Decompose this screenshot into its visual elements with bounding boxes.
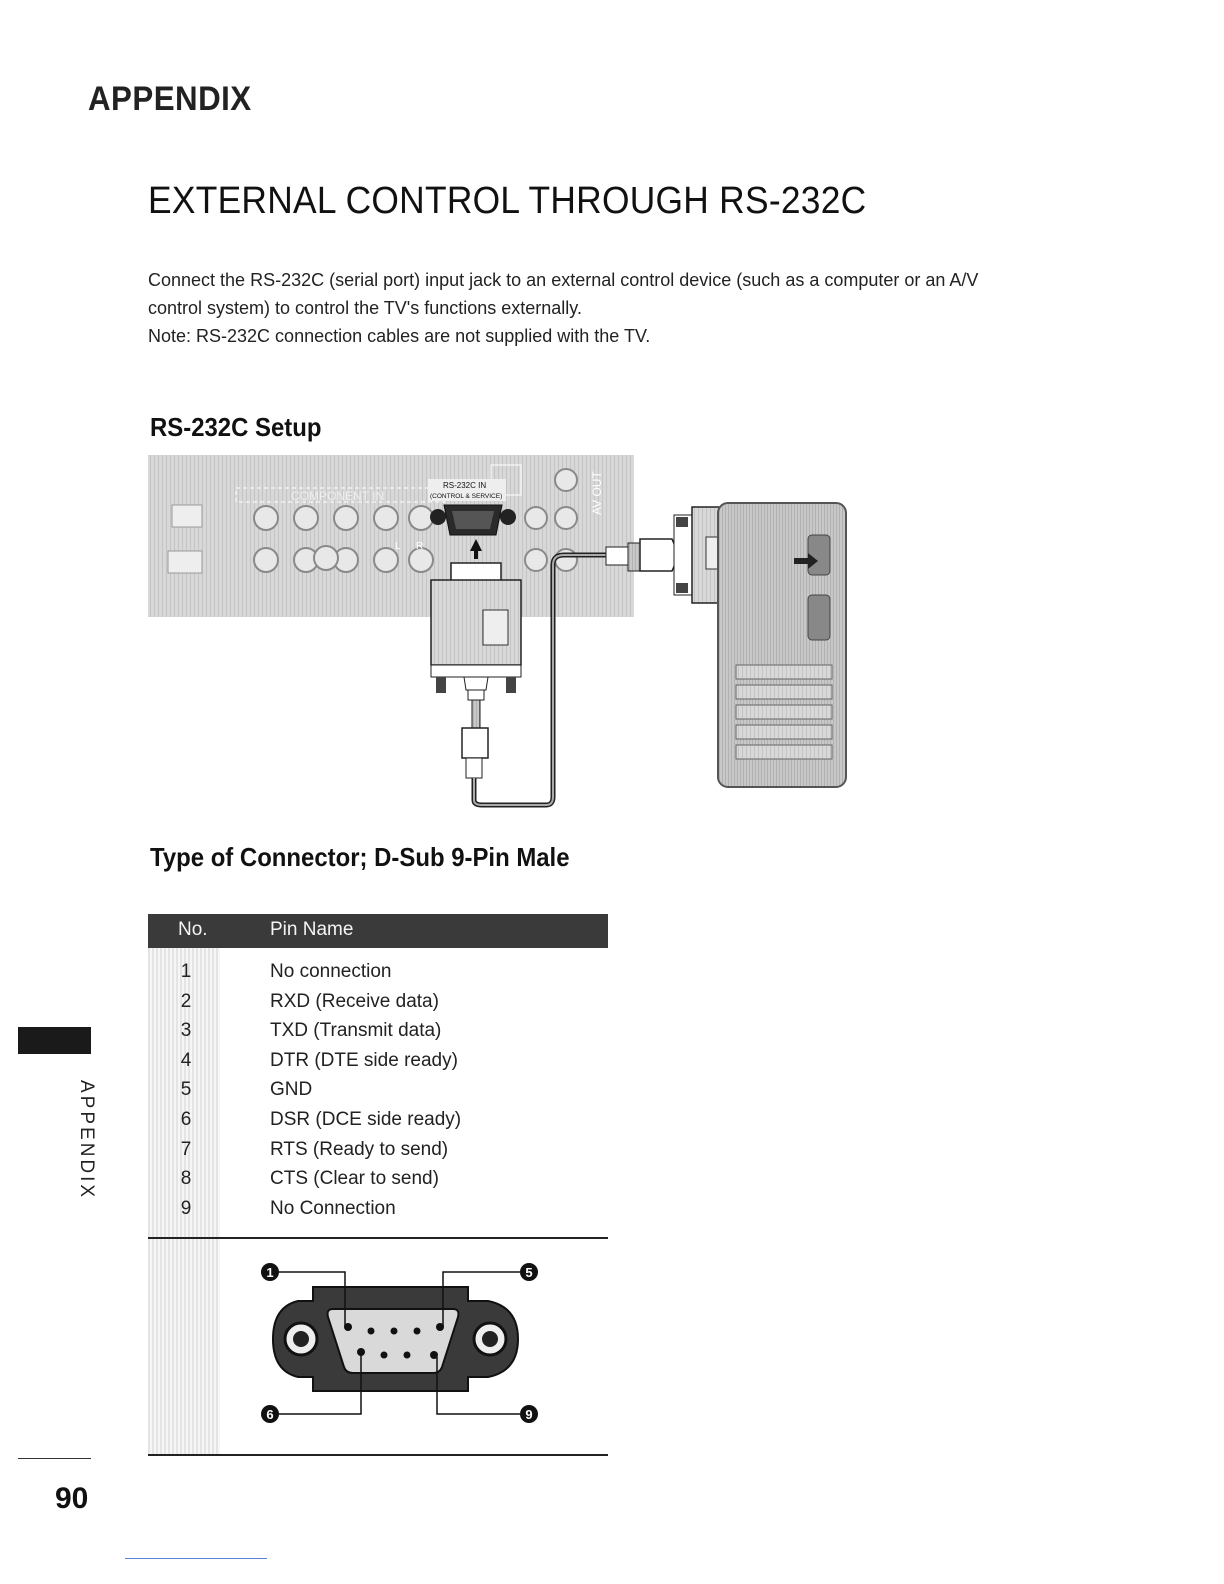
callout-pin-9: 9 xyxy=(520,1405,538,1423)
table-row: 5 GND xyxy=(148,1076,608,1106)
callout-pin-1: 1 xyxy=(261,1263,279,1281)
intro-note: Note: RS-232C connection cables are not … xyxy=(148,326,651,346)
pin-number: 1 xyxy=(180,961,192,982)
footer-rule xyxy=(18,1458,91,1459)
section-tab-marker xyxy=(18,1027,91,1054)
pin-name: No connection xyxy=(270,961,392,982)
pin-name: TXD (Transmit data) xyxy=(270,1020,442,1042)
pin-8-dot xyxy=(403,1351,411,1359)
table-row: 6 DSR (DCE side ready) xyxy=(148,1106,608,1136)
pin-5-dot xyxy=(436,1323,444,1331)
table-row: 2 RXD (Receive data) xyxy=(148,988,608,1018)
pin-4-dot xyxy=(413,1327,421,1335)
cable-connector-tv-side xyxy=(430,562,522,779)
page-title: EXTERNAL CONTROL THROUGH RS-232C xyxy=(148,180,867,222)
pin-rows: 1 No connection 2 RXD (Receive data) 3 TXD … xyxy=(148,948,608,1250)
control-service-label: (CONTROL & SERVICE) xyxy=(430,493,502,500)
svg-text:6: 6 xyxy=(266,1407,273,1422)
pin-name: No Connection xyxy=(270,1197,396,1219)
rs232c-in-port: RS-232C IN (CONTROL & SERVICE) xyxy=(428,479,516,536)
pin-number: 5 xyxy=(180,1079,192,1101)
tv-rear-panel: COMPONENT IN L R AV OUT xyxy=(148,455,634,617)
svg-text:9: 9 xyxy=(525,1407,532,1422)
pin-name: RTS (Ready to send) xyxy=(270,1138,449,1160)
right-channel-label: R xyxy=(416,541,423,552)
callout-pin-5: 5 xyxy=(520,1263,538,1281)
sidebar-section-label: APPENDIX xyxy=(76,1080,97,1201)
pin-number: 7 xyxy=(180,1138,192,1160)
pin-number: 3 xyxy=(180,1020,192,1042)
pin-9-dot xyxy=(430,1351,438,1359)
pin-name: DTR (DTE side ready) xyxy=(270,1049,458,1071)
pin-number: 4 xyxy=(180,1049,192,1071)
dsub-9pin-diagram: 1 5 6 9 xyxy=(261,1263,538,1423)
table-row: 4 DTR (DTE side ready) xyxy=(148,1047,608,1077)
pin-7-dot xyxy=(380,1351,388,1359)
pin-name: RXD (Receive data) xyxy=(270,990,439,1012)
pin-number: 8 xyxy=(180,1168,192,1190)
pin-name: DSR (DCE side ready) xyxy=(270,1108,462,1130)
left-channel-label: L xyxy=(395,541,401,552)
pin-1-dot xyxy=(344,1323,352,1331)
connector-heading: Type of Connector; D-Sub 9-Pin Male xyxy=(150,842,570,872)
table-row: 9 No Connection xyxy=(148,1195,608,1225)
pin-table-header: No. Pin Name xyxy=(148,914,608,948)
svg-text:5: 5 xyxy=(525,1265,532,1280)
intro-line-1: Connect the RS-232C (serial port) input … xyxy=(148,270,979,290)
dsub-connector-figure: 1 5 6 9 xyxy=(148,1237,608,1456)
pin-6-dot xyxy=(357,1348,365,1356)
rs232c-setup-diagram: COMPONENT IN L R AV OUT RS-232C IN (CONT… xyxy=(148,455,847,808)
intro-line-2: control system) to control the TV's func… xyxy=(148,298,582,318)
pin-number: 2 xyxy=(180,990,192,1012)
pin-number: 9 xyxy=(180,1197,192,1219)
pin-name: CTS (Clear to send) xyxy=(270,1168,439,1190)
table-row: 3 TXD (Transmit data) xyxy=(148,1017,608,1047)
table-row: 8 CTS (Clear to send) xyxy=(148,1165,608,1195)
column-header-pin-name: Pin Name xyxy=(270,919,354,940)
pin-2-dot xyxy=(367,1327,375,1335)
component-in-label: COMPONENT IN xyxy=(291,489,384,503)
page-number: 90 xyxy=(55,1482,89,1515)
rs232c-in-label: RS-232C IN xyxy=(443,481,486,490)
pin-name: GND xyxy=(270,1079,313,1101)
up-arrow-icon xyxy=(470,539,482,559)
callout-pin-6: 6 xyxy=(261,1405,279,1423)
svg-text:1: 1 xyxy=(266,1265,273,1280)
av-out-label: AV OUT xyxy=(590,471,604,515)
section-header: APPENDIX xyxy=(88,80,252,118)
column-header-no: No. xyxy=(178,919,208,940)
pc-tower xyxy=(717,502,847,788)
setup-heading: RS-232C Setup xyxy=(150,412,322,442)
pin-number: 6 xyxy=(180,1108,192,1130)
intro-text: Connect the RS-232C (serial port) input … xyxy=(148,266,1108,350)
pin-3-dot xyxy=(390,1327,398,1335)
table-row: 1 No connection xyxy=(148,958,608,988)
pin-table: No. Pin Name 1 No connection 2 RXD (Receiv… xyxy=(148,914,608,1250)
dsub-shell xyxy=(271,1286,520,1392)
bottom-divider xyxy=(125,1558,267,1559)
table-row: 7 RTS (Ready to send) xyxy=(148,1136,608,1166)
